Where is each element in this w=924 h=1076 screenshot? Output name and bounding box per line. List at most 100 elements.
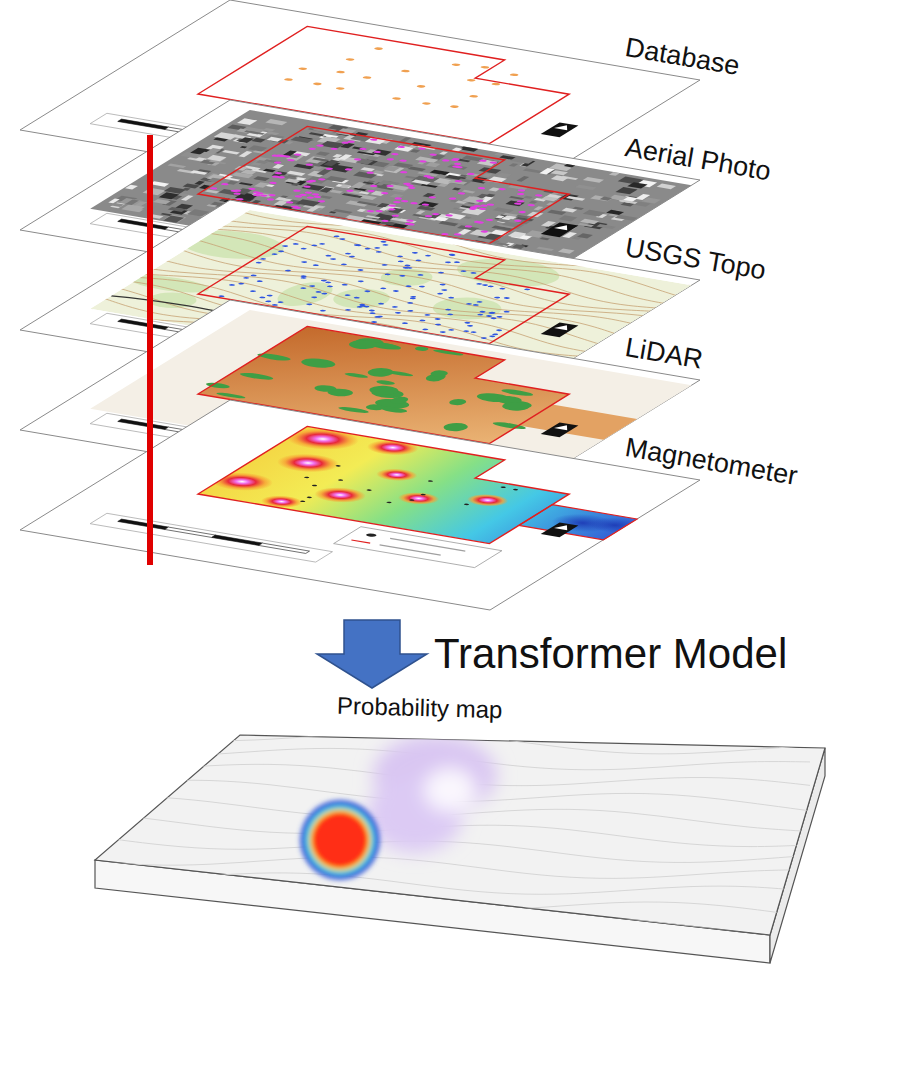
well-dot xyxy=(365,171,375,174)
well-dot xyxy=(480,337,487,339)
well-dot xyxy=(391,306,398,308)
well-dot xyxy=(407,310,414,312)
photo-texture xyxy=(253,176,270,181)
photo-texture xyxy=(620,200,638,204)
probability-surface xyxy=(90,730,810,955)
north-arrow xyxy=(541,322,579,337)
lidar-feature xyxy=(237,372,276,381)
well-dot xyxy=(503,311,510,313)
photo-texture xyxy=(485,194,495,198)
well-dot xyxy=(333,235,340,237)
photo-texture xyxy=(241,169,258,174)
well-dot xyxy=(401,322,408,324)
field-anomaly xyxy=(267,450,349,475)
well-dot xyxy=(441,289,448,291)
well-dot xyxy=(436,293,443,295)
well-dot xyxy=(315,291,322,293)
well-dot xyxy=(534,194,544,197)
photo-texture xyxy=(398,219,416,223)
field-anomaly xyxy=(359,437,427,458)
well-dot xyxy=(399,275,406,277)
field-anomaly xyxy=(201,469,283,494)
well-dot xyxy=(300,277,307,279)
well-dot xyxy=(420,493,427,495)
photo-texture xyxy=(590,195,612,201)
photo-texture xyxy=(325,176,347,182)
well-dot xyxy=(209,187,219,190)
photo-texture xyxy=(578,223,594,227)
well-dot xyxy=(298,193,308,196)
well-dot xyxy=(382,244,389,246)
well-dot xyxy=(394,312,401,314)
legend-dot xyxy=(365,533,379,537)
block-arrow xyxy=(317,620,427,688)
well-dot xyxy=(391,214,401,217)
well-dot xyxy=(453,261,460,263)
art-circle xyxy=(309,809,371,871)
photo-texture xyxy=(562,208,578,213)
well-dot xyxy=(306,196,316,199)
well-dot xyxy=(466,79,477,82)
well-dot xyxy=(362,76,373,79)
well-dot xyxy=(476,301,483,303)
well-dot xyxy=(313,195,323,198)
lidar-feature xyxy=(427,369,451,377)
photo-texture xyxy=(551,175,569,181)
art-circle xyxy=(312,812,368,868)
photo-texture xyxy=(357,201,378,206)
well-dot xyxy=(366,210,376,213)
well-dot xyxy=(233,189,243,192)
well-dot xyxy=(409,202,419,205)
well-dot xyxy=(358,147,368,150)
photo-texture xyxy=(284,178,301,183)
well-dot xyxy=(424,215,434,218)
well-dot xyxy=(255,192,265,195)
photo-texture xyxy=(379,207,389,211)
lidar-surface xyxy=(519,405,637,440)
photo-texture xyxy=(469,230,492,237)
well-dot xyxy=(380,192,390,195)
photo-texture xyxy=(125,185,138,190)
photo-texture xyxy=(408,166,426,171)
photo-texture xyxy=(237,119,256,126)
well-dot xyxy=(419,319,426,321)
well-dot xyxy=(364,290,371,292)
photo-texture xyxy=(558,249,575,254)
well-dot xyxy=(411,252,418,254)
well-dot xyxy=(449,254,456,256)
north-arrow xyxy=(541,522,579,537)
well-dot xyxy=(470,272,477,274)
scale-bar xyxy=(118,319,169,329)
well-dot xyxy=(319,310,326,312)
well-dot xyxy=(340,263,347,265)
well-dot xyxy=(297,67,308,70)
photo-texture xyxy=(263,128,275,131)
photo-texture xyxy=(110,202,125,208)
photo-texture xyxy=(214,132,238,140)
field-anomaly xyxy=(306,485,374,506)
well-dot xyxy=(387,204,397,207)
photo-texture xyxy=(329,211,337,213)
well-dot xyxy=(303,476,310,478)
photo-texture xyxy=(558,215,577,221)
arrow-label: Transformer Model xyxy=(434,630,787,678)
photo-texture xyxy=(493,207,514,213)
well-dot xyxy=(489,335,496,337)
well-dot xyxy=(325,167,335,170)
lidar-feature xyxy=(254,352,293,362)
probability-peak xyxy=(300,800,380,880)
photo-texture xyxy=(143,188,166,195)
well-dot xyxy=(391,97,402,100)
contour-line xyxy=(211,218,685,305)
photo-texture xyxy=(237,118,257,125)
well-dot xyxy=(374,210,384,213)
well-dot xyxy=(283,78,294,81)
project-outline xyxy=(198,426,599,543)
well-dot xyxy=(417,274,424,276)
well-dot xyxy=(386,158,396,161)
well-dot xyxy=(478,159,488,162)
photo-texture xyxy=(510,156,536,164)
well-dot xyxy=(259,194,269,197)
north-arrow-head xyxy=(554,324,573,330)
